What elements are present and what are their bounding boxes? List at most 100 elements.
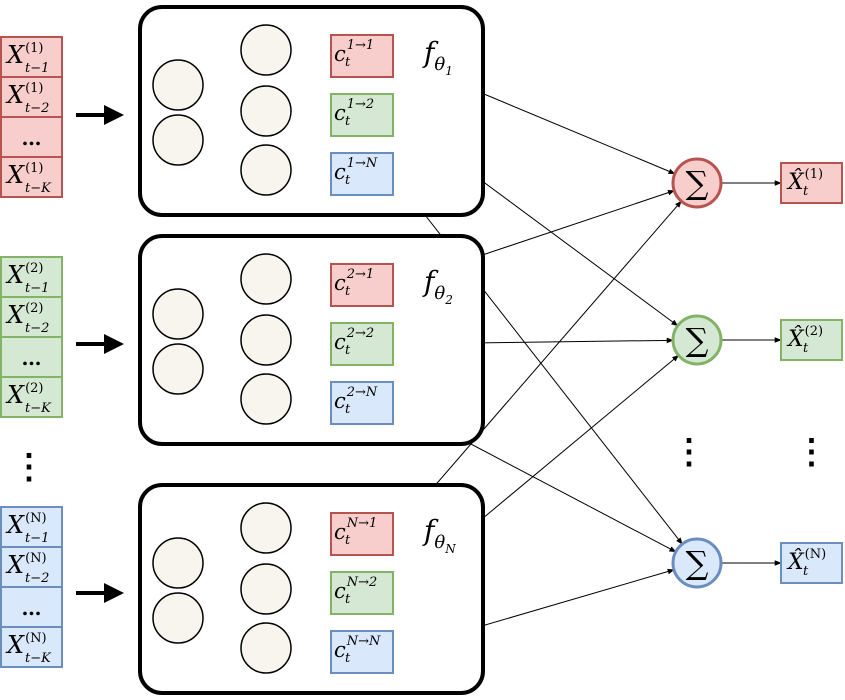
input-cell-box [0, 76, 63, 118]
prediction-label: X̂(N)t [786, 547, 826, 579]
input-cell-box [0, 376, 63, 418]
ellipsis-text: … [22, 126, 42, 150]
input-window-3: X(N)t−1X(N)t−2 … X(N)t−K [0, 506, 63, 668]
coefficient-box-frame [330, 571, 394, 615]
sum-symbol: ∑ [686, 544, 709, 582]
input-cell-ellipsis: … [0, 336, 63, 378]
prediction-box-3: X̂(N)t [780, 542, 843, 584]
sum-node [671, 157, 723, 209]
input-cell: X(N)t−1 [0, 506, 63, 548]
diagram-shapes: X(1)t−1X(1)t−2…X(1)t−KX(2)t−1X(2)t−2…X(2… [0, 5, 843, 695]
input-cell-box [0, 506, 63, 548]
input-window-1: X(1)t−1X(1)t−2 … X(1)t−K [0, 36, 63, 198]
input-label: X(N)t−1 [5, 511, 49, 546]
sum-node [671, 314, 723, 366]
input-label: X(N)t−2 [5, 551, 49, 586]
input-label: X(1)t−1 [5, 41, 49, 76]
coefficient-box-frame [330, 34, 394, 78]
coefficient-to-sum-line [392, 200, 682, 535]
input-cell-box [0, 296, 63, 338]
aggregation-2: ∑ X̂(2)t [671, 314, 843, 366]
neuron-node [152, 288, 204, 340]
input-cell-ellipsis: … [0, 586, 63, 628]
input-label: X(2)t−1 [5, 261, 49, 296]
neuron-node [240, 144, 292, 196]
input-cell: X(N)t−2 [0, 546, 63, 588]
input-label: X(N)t−K [5, 631, 52, 666]
coefficient-box-frame [330, 512, 394, 556]
network-frame [138, 5, 485, 217]
input-label: X(2)t−K [5, 381, 52, 416]
sum-symbol: ∑ [686, 321, 709, 359]
input-cell: X(N)t−K [0, 626, 63, 668]
input-ellipsis-vertical: ⋮ [12, 447, 46, 487]
aggregation-3: ∑ X̂(N)t [671, 537, 843, 589]
neuron-node [152, 343, 204, 395]
neuron-node [240, 563, 292, 615]
neuron-node [240, 24, 292, 76]
prediction-box-2: X̂(2)t [780, 319, 843, 361]
input-window-2: X(2)t−1X(2)t−2 … X(2)t−K [0, 256, 63, 418]
neuron-node [240, 502, 292, 554]
sum-node [671, 537, 723, 589]
input-cell-box [0, 256, 63, 298]
network-frame [138, 234, 485, 446]
input-cell: X(2)t−2 [0, 296, 63, 338]
neuron-node [240, 85, 292, 137]
input-cell: X(2)t−K [0, 376, 63, 418]
prediction-label: X̂(1)t [786, 167, 823, 199]
neuron-node [240, 373, 292, 425]
network-frame [138, 483, 485, 695]
neuron-node [152, 592, 204, 644]
neuron-node [152, 537, 204, 589]
prediction-ellipsis-vertical: ⋮ [795, 432, 829, 472]
neuron-node [152, 114, 204, 166]
coefficient-box-frame [330, 263, 394, 307]
aggregation-1: ∑ X̂(1)t [671, 157, 843, 209]
input-cell: X(1)t−2 [0, 76, 63, 118]
input-cell: X(1)t−1 [0, 36, 63, 78]
coefficient-box-frame [330, 381, 394, 425]
prediction-box-frame [780, 162, 843, 204]
ellipsis-text: … [22, 596, 42, 620]
input-cell-box [0, 156, 63, 198]
neuron-node [240, 253, 292, 305]
prediction-box-frame [780, 319, 843, 361]
prediction-box-1: X̂(1)t [780, 162, 843, 204]
input-cell-box [0, 586, 63, 628]
coefficient-box-frame [330, 152, 394, 196]
neuron-node [240, 622, 292, 674]
input-cell: X(1)t−K [0, 156, 63, 198]
ellipsis-text: … [22, 346, 42, 370]
input-cell-ellipsis: … [0, 116, 63, 158]
coefficient-box-frame [330, 630, 394, 674]
prediction-label: X̂(2)t [786, 324, 823, 356]
neuron-node [240, 314, 292, 366]
sum-symbol: ∑ [686, 164, 709, 202]
input-label: X(2)t−2 [5, 301, 49, 336]
input-cell-box [0, 626, 63, 668]
coefficient-box-frame [330, 322, 394, 366]
neuron-node [152, 59, 204, 111]
coefficient-box-frame [330, 93, 394, 137]
input-label: X(1)t−K [5, 161, 52, 196]
